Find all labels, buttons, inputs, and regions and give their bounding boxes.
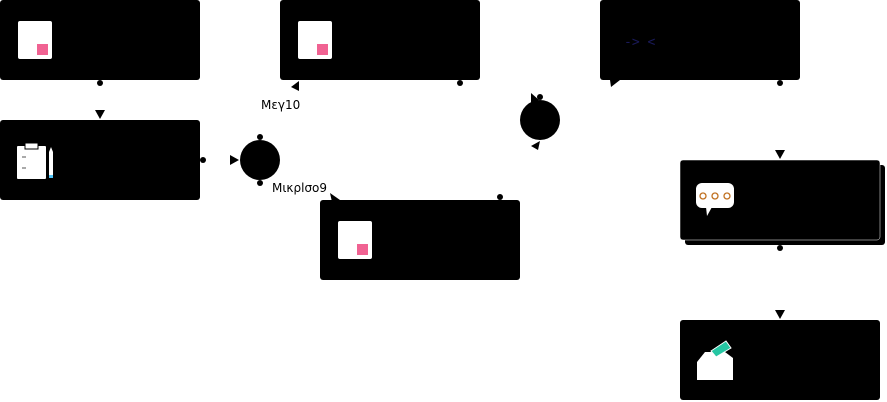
open-box-icon (697, 340, 733, 380)
document-icon (298, 21, 332, 59)
task-node-7[interactable] (680, 320, 880, 400)
chat-bubble-icon (696, 183, 734, 216)
task-node-1[interactable] (0, 0, 200, 80)
task-node-3[interactable]: -> < (600, 0, 800, 80)
task-node-6[interactable] (679, 159, 885, 245)
arrowheads (95, 80, 785, 319)
task-node-4[interactable] (0, 120, 200, 200)
task-node-2[interactable] (280, 0, 480, 80)
gateway-center[interactable] (520, 100, 560, 140)
gateway-left[interactable] (240, 140, 280, 180)
edge-label-lower: Μικρlσο9 (272, 181, 327, 195)
document-icon (338, 221, 372, 259)
edge-label-upper: Μεγ10 (261, 98, 300, 112)
task-node-5[interactable] (320, 200, 520, 280)
document-icon (18, 21, 52, 59)
script-icon: -> < (624, 35, 655, 50)
checklist-icon (17, 142, 53, 179)
connection-ports (97, 80, 783, 251)
